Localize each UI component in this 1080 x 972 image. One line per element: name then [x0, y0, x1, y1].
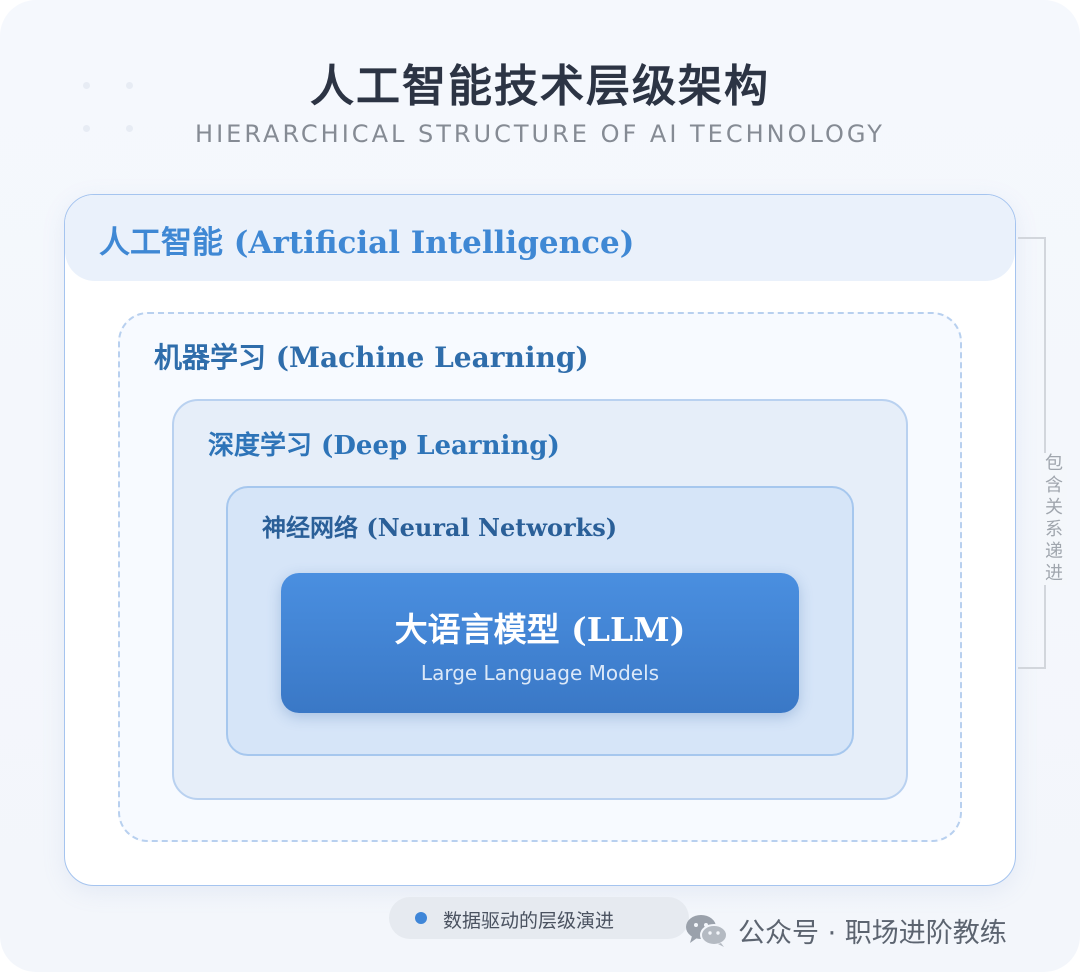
layer-llm-title: 大语言模型 (LLM)	[394, 610, 686, 649]
layer-llm-subtitle: Large Language Models	[420, 661, 660, 685]
bullet-dot-icon	[415, 912, 427, 924]
footer-badge: 数据驱动的层级演进	[389, 897, 689, 939]
layer-ml-label: 机器学习 (Machine Learning)	[154, 341, 589, 374]
watermark-text: 公众号 · 职场进阶教练	[738, 917, 1007, 949]
layer-ai-header	[65, 195, 1015, 281]
footer-badge-text: 数据驱动的层级演进	[443, 910, 615, 932]
page-title: 人工智能技术层级架构	[310, 61, 770, 112]
side-label: 包含关系递进	[1041, 453, 1067, 585]
layer-ai-label: 人工智能 (Artificial Intelligence)	[99, 225, 635, 261]
watermark: 公众号 · 职场进阶教练	[684, 906, 1007, 954]
page-subtitle: HIERARCHICAL STRUCTURE OF AI TECHNOLOGY	[195, 120, 885, 148]
layer-dl-label: 深度学习 (Deep Learning)	[208, 431, 560, 461]
layer-llm: 大语言模型 (LLM) Large Language Models	[281, 573, 799, 713]
layer-nn-label: 神经网络 (Neural Networks)	[262, 513, 618, 542]
wechat-icon	[686, 915, 728, 947]
